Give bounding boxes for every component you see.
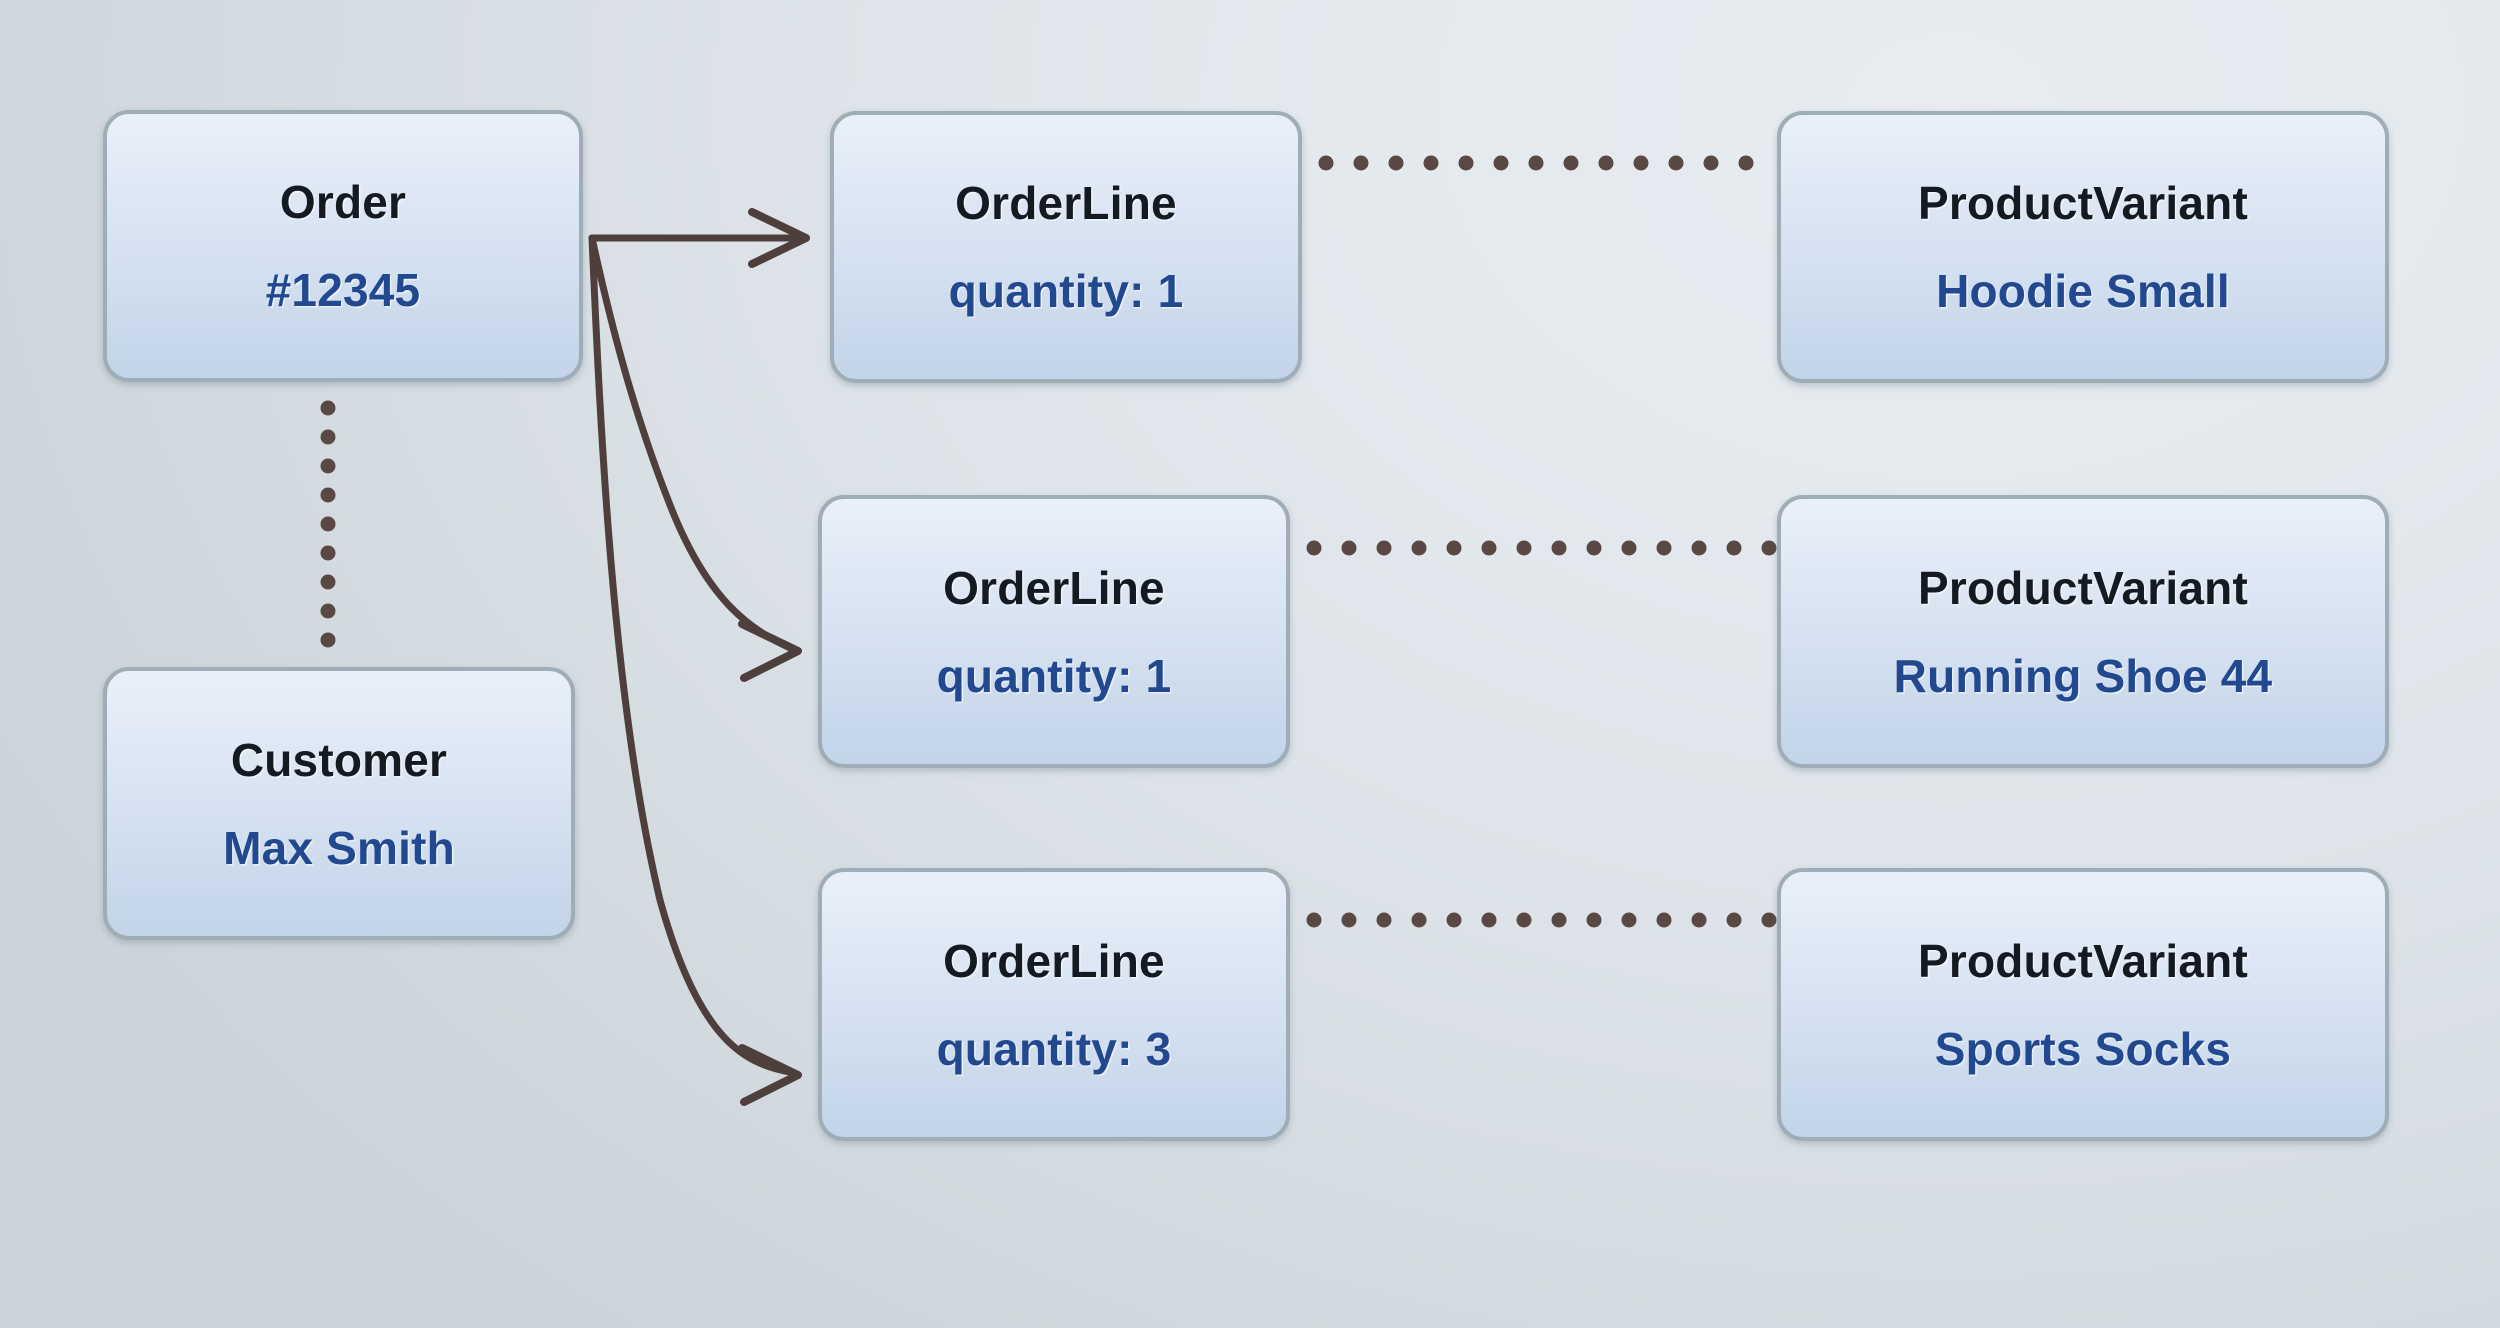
edge-order-to-orderline-2 bbox=[588, 234, 802, 1106]
node-productvariant-3[interactable]: ProductVariant Sports Socks bbox=[1777, 868, 2389, 1141]
node-orderline-3[interactable]: OrderLine quantity: 3 bbox=[818, 868, 1290, 1141]
edge-order-to-orderline-3 bbox=[588, 234, 802, 682]
node-productvariant-2-value: Running Shoe 44 bbox=[1893, 649, 2273, 702]
node-productvariant-1[interactable]: ProductVariant Hoodie Small bbox=[1777, 111, 2389, 383]
edge-orderline-1-to-productvariant-1 bbox=[1318, 155, 1754, 171]
node-orderline-2[interactable]: OrderLine quantity: 1 bbox=[818, 495, 1290, 768]
edge-order-to-customer bbox=[320, 400, 336, 648]
node-productvariant-3-title: ProductVariant bbox=[1918, 934, 2248, 987]
node-productvariant-1-value: Hoodie Small bbox=[1936, 265, 2230, 317]
node-orderline-1[interactable]: OrderLine quantity: 1 bbox=[830, 111, 1302, 383]
node-customer-title: Customer bbox=[230, 733, 448, 786]
node-customer-value: Max Smith bbox=[223, 821, 455, 874]
node-order-value: #12345 bbox=[265, 264, 421, 316]
node-productvariant-2-title: ProductVariant bbox=[1918, 561, 2248, 614]
node-productvariant-2[interactable]: ProductVariant Running Shoe 44 bbox=[1777, 495, 2389, 768]
edge-order-to-orderline-1 bbox=[588, 208, 810, 268]
node-order-title: Order bbox=[279, 176, 407, 228]
node-orderline-3-title: OrderLine bbox=[943, 934, 1165, 987]
node-orderline-1-title: OrderLine bbox=[955, 177, 1177, 229]
node-productvariant-1-title: ProductVariant bbox=[1918, 177, 2248, 229]
node-customer[interactable]: Customer Max Smith bbox=[103, 667, 575, 940]
node-orderline-2-title: OrderLine bbox=[943, 561, 1165, 614]
edge-orderline-3-to-productvariant-3 bbox=[1306, 912, 1777, 928]
node-productvariant-3-value: Sports Socks bbox=[1934, 1022, 2232, 1075]
node-orderline-2-value: quantity: 1 bbox=[936, 649, 1172, 702]
node-orderline-1-value: quantity: 1 bbox=[948, 265, 1184, 317]
edge-orderline-2-to-productvariant-2 bbox=[1306, 540, 1777, 556]
node-order[interactable]: Order #12345 bbox=[103, 110, 583, 382]
node-orderline-3-value: quantity: 3 bbox=[936, 1022, 1172, 1075]
